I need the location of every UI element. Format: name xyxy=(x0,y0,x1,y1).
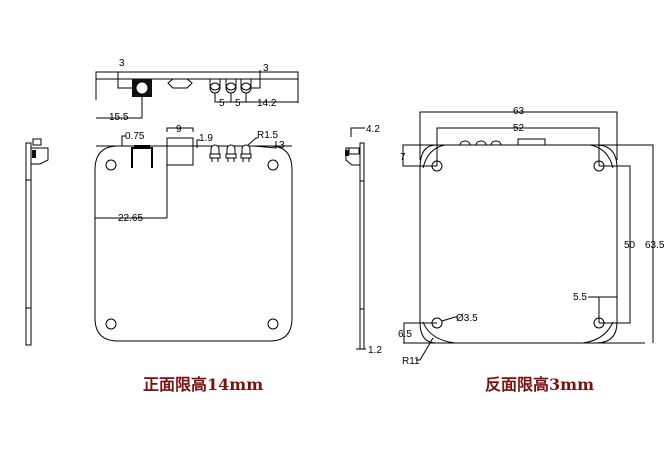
front-top-view: 3 3 15.5 5 5 14.2 xyxy=(95,58,299,123)
oval-port xyxy=(167,78,193,89)
mount-hole xyxy=(105,159,117,171)
dim-line xyxy=(350,127,365,137)
board-side-profile xyxy=(25,142,32,346)
dim-bottom-height: 1.2 xyxy=(368,345,382,356)
corner-arc xyxy=(422,321,456,344)
led-1 xyxy=(209,79,221,91)
dim-line xyxy=(214,93,298,103)
dim-hole-spacing-x: 52 xyxy=(513,123,525,134)
dim-line xyxy=(436,127,600,166)
back-side-view: 4.2 1.2 xyxy=(345,124,382,356)
dim-line xyxy=(419,111,618,160)
plan-led-1 xyxy=(210,144,220,155)
dim-pitch-2: 5 xyxy=(235,98,241,109)
side-component xyxy=(31,147,49,165)
board-edge-profile xyxy=(95,71,299,80)
dim-bevel: 0.75 xyxy=(125,131,145,142)
side-component-top xyxy=(348,147,360,155)
led-2 xyxy=(225,79,237,91)
dim-component-gap: 1.9 xyxy=(199,133,213,144)
mount-hole xyxy=(105,318,117,330)
mount-hole xyxy=(267,159,279,171)
dim-hole-spacing-y: 50 xyxy=(624,240,636,251)
dim-line xyxy=(599,165,631,324)
board-outline xyxy=(94,145,293,342)
dim-corner-radius: R11 xyxy=(402,356,420,367)
connector-hole xyxy=(135,81,149,95)
dim-offset-right: 3 xyxy=(263,63,269,74)
front-height-caption: 正面限高14mm xyxy=(143,375,264,394)
dim-leader xyxy=(416,337,434,361)
side-component-top xyxy=(32,138,42,146)
dim-top-height: 4.2 xyxy=(366,124,380,135)
dim-line xyxy=(403,322,437,343)
dim-line xyxy=(617,144,654,343)
corner-arc xyxy=(589,144,614,169)
dim-led-radius: R1.5 xyxy=(257,130,279,141)
back-led-2 xyxy=(475,140,487,146)
front-plan-view: 9 1.9 0.75 R1.5 3 22.65 xyxy=(94,124,293,342)
board-side-profile xyxy=(359,142,365,350)
dim-line xyxy=(253,141,277,149)
dim-line xyxy=(588,296,617,323)
plan-led-2 xyxy=(226,144,236,155)
dim-hole-edge-bottom: 6.5 xyxy=(398,329,412,340)
plan-led-3 xyxy=(241,144,251,155)
dim-component-position: 22.65 xyxy=(118,213,143,224)
dim-line xyxy=(96,94,143,119)
dim-top-hole-offset: 7 xyxy=(400,152,406,163)
back-plan-view: 63 52 7 50 63.5 5.5 6.5 Ø3.5 R11 xyxy=(398,106,665,367)
side-component-part xyxy=(345,150,349,156)
plan-led-1-base xyxy=(209,153,221,159)
led-3 xyxy=(240,79,252,91)
dim-overall-height: 63.5 xyxy=(645,240,665,251)
dim-hole-diameter: Ø3.5 xyxy=(456,313,478,324)
corner-arc xyxy=(582,321,614,344)
dim-pitch-1: 5 xyxy=(219,98,225,109)
front-side-view xyxy=(25,138,49,346)
dim-line xyxy=(166,127,194,132)
mount-hole xyxy=(267,318,279,330)
dim-line xyxy=(121,135,126,146)
dim-edge-to-connector: 15.5 xyxy=(109,112,129,123)
dim-edge-to-led: 14.2 xyxy=(257,98,277,109)
dim-line xyxy=(251,70,261,89)
plan-led-2-base xyxy=(225,153,237,159)
back-connector xyxy=(517,138,546,146)
connector-bracket-top xyxy=(134,145,150,148)
corner-arc xyxy=(422,144,446,169)
dim-hole-edge-right: 5.5 xyxy=(573,292,587,303)
dim-leader xyxy=(441,316,458,322)
component-block xyxy=(166,137,194,166)
dim-right-offset: 3 xyxy=(279,140,285,151)
plan-led-group xyxy=(209,144,252,162)
dim-leader xyxy=(247,137,258,146)
dim-line xyxy=(117,72,132,89)
dim-overall-width: 63 xyxy=(513,106,525,117)
led-group xyxy=(209,79,252,94)
dim-line xyxy=(196,139,200,148)
board-outline xyxy=(419,144,618,344)
dim-component-width: 9 xyxy=(176,124,182,135)
back-led-1 xyxy=(459,140,471,146)
back-height-caption: 反面限高3mm xyxy=(485,375,594,394)
side-component-part xyxy=(32,150,36,158)
plan-led-3-base xyxy=(240,153,252,159)
back-led-3 xyxy=(490,140,502,146)
dim-offset-left: 3 xyxy=(119,58,125,69)
dim-line xyxy=(402,144,437,167)
connector-bracket xyxy=(131,147,153,168)
